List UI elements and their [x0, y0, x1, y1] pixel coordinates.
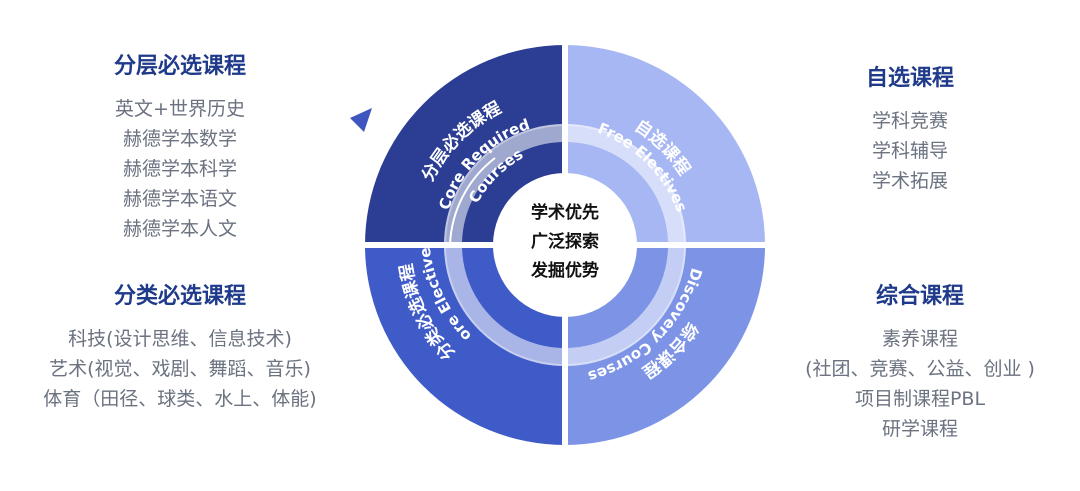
- list-item: 体育（田径、球类、水上、体能): [43, 388, 317, 410]
- center-line-1: 学术优先: [531, 202, 599, 223]
- core-required-block: 分层必选课程 英文+世界历史 赫德学本数学 赫德学本科学 赫德学本语文 赫德学本…: [70, 48, 290, 244]
- list-item: 素养课程: [881, 328, 958, 350]
- core-electives-title: 分类必选课程: [113, 284, 246, 309]
- list-item: 研学课程: [881, 418, 958, 440]
- core-required-list: 英文+世界历史 赫德学本数学 赫德学本科学 赫德学本语文 赫德学本人文: [70, 94, 290, 244]
- discovery-title: 综合课程: [875, 284, 964, 309]
- list-item: 学科竞赛: [871, 110, 948, 132]
- core-required-title: 分层必选课程: [113, 54, 246, 79]
- list-item: 赫德学本数学: [122, 128, 237, 150]
- list-item: 赫德学本科学: [122, 158, 237, 180]
- core-electives-list: 科技(设计思维、信息技术) 艺术(视觉、戏剧、舞蹈、音乐) 体育（田径、球类、水…: [10, 324, 350, 414]
- list-item: 艺术(视觉、戏剧、舞蹈、音乐): [49, 358, 311, 380]
- list-item: 科技(设计思维、信息技术): [68, 328, 292, 350]
- list-item: 赫德学本人文: [122, 218, 237, 240]
- free-electives-title: 自选课程: [865, 66, 954, 91]
- center-line-2: 广泛探索: [531, 231, 599, 252]
- discovery-block: 综合课程 素养课程 (社团、竞赛、公益、创业 ) 项目制课程PBL 研学课程: [780, 278, 1060, 444]
- list-item: 英文+世界历史: [115, 98, 245, 120]
- core-electives-block: 分类必选课程 科技(设计思维、信息技术) 艺术(视觉、戏剧、舞蹈、音乐) 体育（…: [10, 278, 350, 414]
- inner-arrow: [449, 157, 496, 246]
- discovery-list: 素养课程 (社团、竞赛、公益、创业 ) 项目制课程PBL 研学课程: [780, 324, 1060, 444]
- cycle-arrow-head: [350, 108, 372, 132]
- center-line-3: 发掘优势: [530, 260, 599, 281]
- list-item: 学科辅导: [871, 140, 948, 162]
- list-item: (社团、竞赛、公益、创业 ): [805, 358, 1035, 380]
- center-circle: [493, 173, 637, 317]
- list-item: 学术拓展: [871, 170, 948, 192]
- inner-ring: [444, 124, 686, 366]
- list-item: 项目制课程PBL: [854, 388, 986, 410]
- free-electives-block: 自选课程 学科竞赛 学科辅导 学术拓展: [810, 60, 1010, 196]
- free-electives-list: 学科竞赛 学科辅导 学术拓展: [810, 106, 1010, 196]
- list-item: 赫德学本语文: [122, 188, 237, 210]
